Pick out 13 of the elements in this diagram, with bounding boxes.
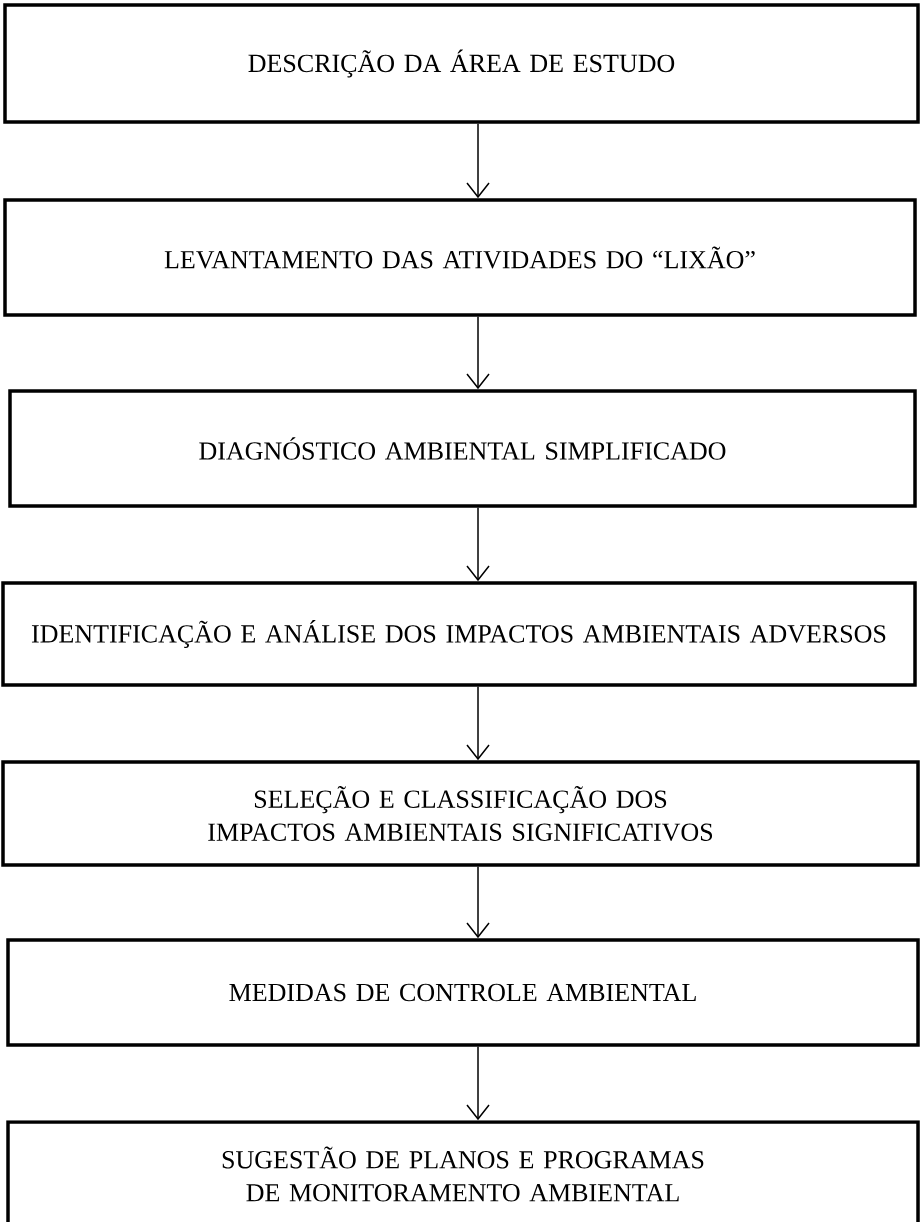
arrow bbox=[466, 686, 490, 761]
arrow bbox=[466, 866, 490, 939]
process-box: DIAGNÓSTICO AMBIENTAL SIMPLIFICADO bbox=[8, 389, 917, 508]
arrow bbox=[466, 123, 490, 199]
process-box: IDENTIFICAÇÃO E ANÁLISE DOS IMPACTOS AMBIENTAIS ADVERSOS bbox=[1, 581, 917, 687]
process-box: DESCRIÇÃO DA ÁREA DE ESTUDO bbox=[3, 3, 920, 124]
process-box: SUGESTÃO DE PLANOS E PROGRAMAS DE MONITORAMENTO AMBIENTAL bbox=[6, 1120, 920, 1222]
process-box: LEVANTAMENTO DAS ATIVIDADES DO “LIXÃO” bbox=[3, 198, 917, 317]
arrow bbox=[466, 316, 490, 390]
arrow bbox=[466, 1046, 490, 1121]
process-box: SELEÇÃO E CLASSIFICAÇÃO DOS IMPACTOS AMBIENTAIS SIGNIFICATIVOS bbox=[1, 760, 920, 867]
arrow bbox=[466, 507, 490, 582]
process-box: MEDIDAS DE CONTROLE AMBIENTAL bbox=[6, 938, 920, 1047]
